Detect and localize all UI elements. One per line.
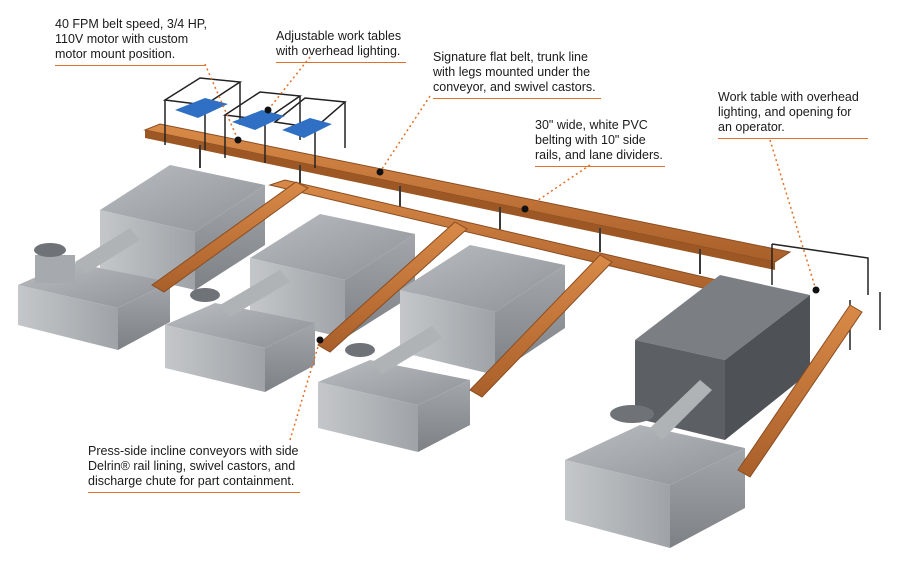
- callout-line: motor mount position.: [55, 47, 176, 61]
- callout-incline-conveyors: Press-side incline conveyors with side D…: [88, 444, 300, 493]
- callout-line: with legs mounted under the: [433, 65, 591, 79]
- callout-underline: [535, 166, 665, 167]
- callout-line: 110V motor with custom: [55, 32, 189, 46]
- callout-line: an operator.: [718, 120, 785, 134]
- work-tables: [162, 77, 347, 168]
- callout-line: lighting, and opening for: [718, 105, 852, 119]
- callout-line: 40 FPM belt speed, 3/4 HP,: [55, 17, 207, 31]
- trunk-line-conveyor: [143, 123, 792, 274]
- molding-machine-1: [18, 165, 265, 350]
- blue-bins: [175, 98, 332, 138]
- callout-line: rails, and lane dividers.: [535, 148, 663, 162]
- incline-conveyors: [151, 181, 863, 478]
- callout-line: conveyor, and swivel castors.: [433, 80, 596, 94]
- callout-underline: [88, 492, 300, 493]
- callout-line: Signature flat belt, trunk line: [433, 50, 588, 64]
- callout-underline: [718, 138, 868, 139]
- molding-machine-4: [565, 275, 810, 548]
- callout-line: 30" wide, white PVC: [535, 118, 648, 132]
- callout-line: discharge chute for part containment.: [88, 474, 295, 488]
- leader-lines: [204, 56, 817, 441]
- callout-line: belting with 10" side: [535, 133, 646, 147]
- callout-line: with overhead lighting.: [276, 44, 401, 58]
- callout-pvc-belting: 30" wide, white PVC belting with 10" sid…: [535, 118, 665, 167]
- callout-operator-table: Work table with overhead lighting, and o…: [718, 90, 868, 139]
- callout-belt-speed: 40 FPM belt speed, 3/4 HP, 110V motor wi…: [55, 17, 207, 66]
- callout-underline: [276, 62, 406, 63]
- callout-line: Work table with overhead: [718, 90, 859, 104]
- callout-trunk-line: Signature flat belt, trunk line with leg…: [433, 50, 601, 99]
- callout-line: Delrin® rail lining, swivel castors, and: [88, 459, 296, 473]
- callout-line: Adjustable work tables: [276, 29, 402, 43]
- callout-work-tables: Adjustable work tables with overhead lig…: [276, 29, 406, 63]
- callout-underline: [55, 65, 205, 66]
- leader-dots: [234, 106, 820, 344]
- molding-machine-3: [318, 245, 565, 452]
- callout-line: Press-side incline conveyors with side: [88, 444, 299, 458]
- callout-underline: [433, 98, 601, 99]
